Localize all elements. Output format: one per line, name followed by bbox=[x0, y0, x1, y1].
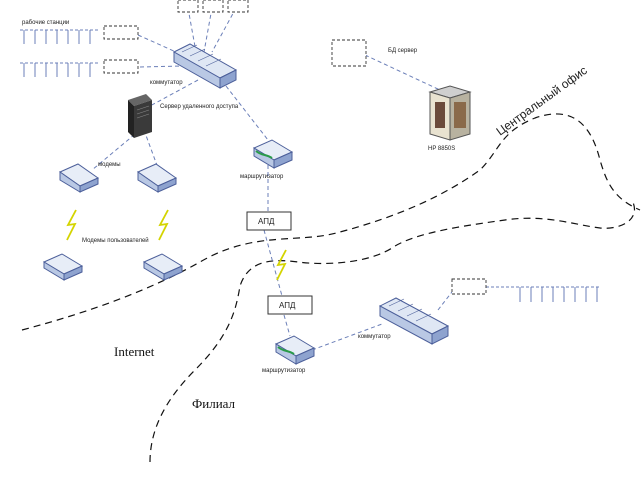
workstations-top bbox=[20, 29, 100, 44]
printer-box-branch bbox=[451, 278, 487, 295]
label-modems-top: модемы bbox=[98, 162, 121, 168]
workstations-bottom bbox=[20, 62, 100, 77]
modem-icon-1 bbox=[58, 163, 100, 193]
storage-cabinet-icon bbox=[428, 85, 472, 141]
label-modems-remote: Модемы пользователей bbox=[82, 237, 149, 244]
modem-icon-3 bbox=[42, 253, 84, 281]
label-switch-branch: коммутатор bbox=[358, 334, 391, 340]
label-router-main: маршрутизатор bbox=[240, 174, 284, 180]
lightning-icon-2 bbox=[158, 209, 169, 241]
printer-box-1 bbox=[177, 0, 199, 13]
label-apd-top: АПД bbox=[258, 217, 275, 226]
label-apd-bottom: АПД bbox=[279, 301, 296, 310]
lightning-icon-1 bbox=[66, 209, 77, 241]
label-workstations: рабочие станции bbox=[22, 20, 69, 26]
modem-icon-2 bbox=[136, 163, 178, 193]
boundary-branch bbox=[149, 199, 635, 463]
label-branch: Филиал bbox=[192, 396, 236, 411]
apd-bottom-box bbox=[267, 295, 313, 315]
connection-lines bbox=[91, 7, 456, 351]
label-access-server: Сервер удаленного доступа bbox=[160, 104, 239, 110]
printer-box-2 bbox=[202, 0, 224, 13]
router-branch-icon bbox=[274, 335, 316, 365]
modem-icon-4 bbox=[142, 253, 184, 281]
label-db-server: БД сервер bbox=[388, 48, 418, 54]
printer-box-4 bbox=[103, 25, 139, 40]
label-storage: HP 8850S bbox=[428, 146, 455, 152]
label-switch-main: коммутатор bbox=[150, 80, 183, 86]
printer-box-3 bbox=[227, 0, 249, 13]
label-internet: Internet bbox=[114, 344, 155, 359]
access-server-icon bbox=[128, 94, 152, 138]
printer-box-5 bbox=[103, 59, 139, 74]
apd-top-box bbox=[246, 211, 292, 231]
switch-branch-icon bbox=[378, 297, 450, 345]
label-central-office: Центральный офис bbox=[494, 63, 590, 138]
label-router-branch: маршрутизатор bbox=[262, 368, 306, 374]
boundary-central-office bbox=[21, 113, 641, 331]
lightning-icon-3 bbox=[276, 249, 287, 281]
db-server-box bbox=[331, 39, 367, 67]
switch-main-icon bbox=[172, 43, 238, 89]
router-main-icon bbox=[252, 139, 294, 169]
workstations-branch bbox=[486, 286, 600, 302]
